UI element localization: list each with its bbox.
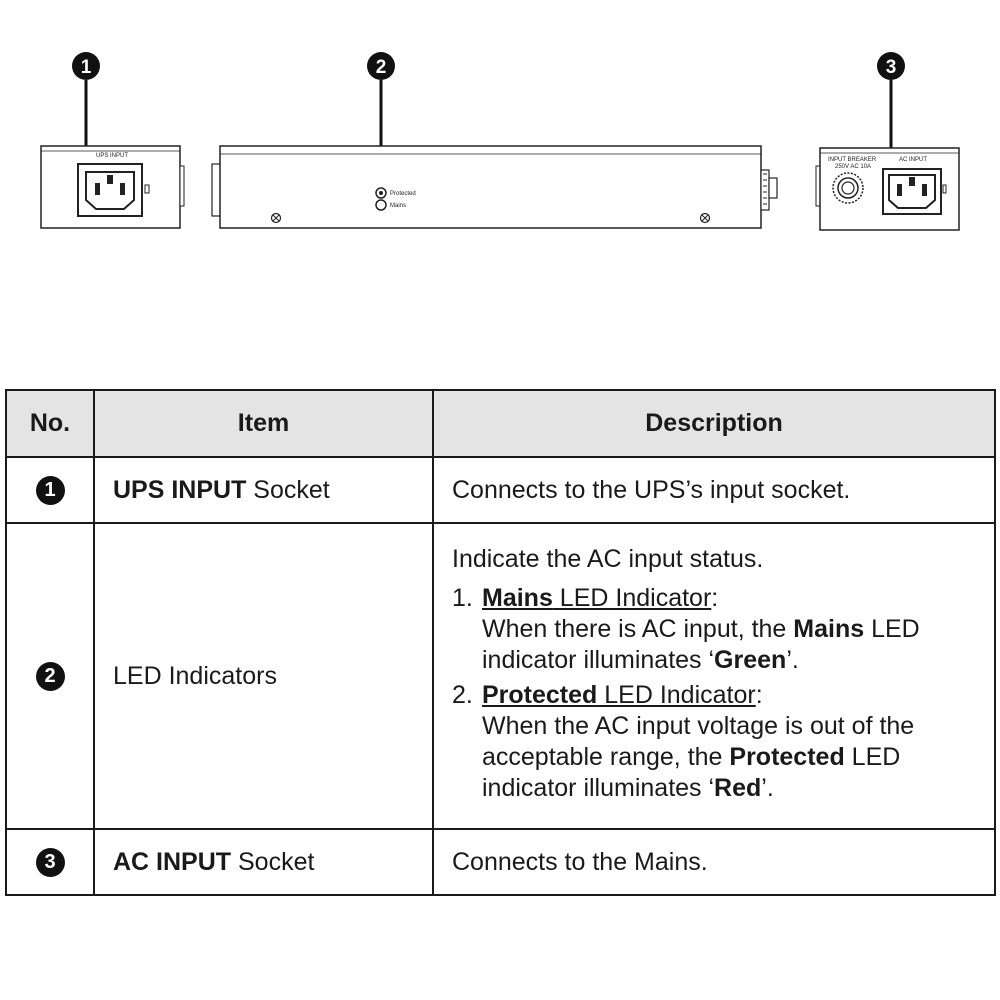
ac-input-label: AC INPUT — [899, 157, 927, 163]
item-cell: AC INPUT Socket — [93, 828, 434, 896]
row-number-cell: 1 — [5, 456, 95, 524]
item-name-rest: Socket — [246, 475, 330, 504]
screw-left — [270, 212, 282, 224]
side-breaker-knob — [760, 169, 778, 211]
callout-number: 3 — [886, 57, 897, 78]
list-text-bold: Red — [714, 774, 762, 802]
protected-led — [375, 187, 387, 199]
item-name-bold: UPS INPUT — [113, 475, 247, 504]
table-row: 3 AC INPUT Socket Connects to the Mains. — [5, 828, 996, 896]
callout-number: 2 — [376, 57, 387, 78]
list-heading-rest: LED Indicator — [597, 681, 756, 709]
list-heading-colon: : — [711, 584, 719, 612]
item-name-rest: Socket — [231, 847, 315, 876]
list-text: LED indicator illuminates ‘ — [482, 743, 901, 802]
item-cell: UPS INPUT Socket — [93, 456, 434, 524]
description-cell: Connects to the UPS’s input socket. — [432, 456, 996, 524]
row-number-cell: 2 — [5, 522, 95, 830]
description-cell: Connects to the Mains. — [432, 828, 996, 896]
device-diagram: 1 2 3 UPS INPUT Protect — [40, 52, 960, 231]
left-end-panel: UPS INPUT — [40, 145, 185, 229]
side-panel: Protected Mains — [211, 145, 778, 229]
row-number-cell: 3 — [5, 828, 95, 896]
row-number-badge: 2 — [35, 661, 65, 691]
right-end-panel: INPUT BREAKER 250V AC 10A AC INPUT — [815, 147, 960, 231]
ups-input-socket — [77, 163, 143, 217]
row-number-badge: 1 — [35, 475, 65, 505]
table-row: 1 UPS INPUT Socket Connects to the UPS’s… — [5, 456, 996, 524]
list-heading-rest: LED Indicator — [552, 584, 712, 612]
list-text: ’. — [786, 646, 799, 674]
list-text: LED indicator illuminates ‘ — [482, 615, 920, 674]
list-text-bold: Green — [714, 646, 787, 674]
table-header-row: No. Item Description — [5, 389, 996, 458]
item-cell: LED Indicators — [93, 522, 434, 830]
callout-number: 1 — [81, 57, 92, 78]
list-text-bold: Protected — [729, 743, 845, 771]
breaker-rating-label: 250V AC 10A — [835, 164, 871, 170]
list-text-bold: Mains — [793, 615, 865, 643]
list-item: 2. Protected LED Indicator: When the AC … — [452, 680, 976, 804]
header-description: Description — [432, 389, 996, 458]
ac-input-socket — [882, 168, 942, 215]
mains-led — [375, 199, 387, 211]
description-cell: Indicate the AC input status. 1. Mains L… — [432, 522, 996, 830]
mains-led-label: Mains — [390, 203, 406, 209]
header-item: Item — [93, 389, 434, 458]
item-name-bold: AC INPUT — [113, 847, 232, 876]
screw-right — [699, 212, 711, 224]
table-row: 2 LED Indicators Indicate the AC input s… — [5, 522, 996, 830]
list-heading-bold: Protected — [482, 681, 598, 709]
description-intro: Indicate the AC input status. — [452, 545, 764, 573]
input-breaker-label: INPUT BREAKER — [828, 157, 877, 163]
list-body: When the AC input voltage is out of the … — [482, 711, 976, 804]
description-table: No. Item Description 1 UPS INPUT Socket … — [5, 389, 996, 896]
list-heading-bold: Mains — [482, 584, 553, 612]
list-text: ’. — [761, 774, 774, 802]
list-text: When there is AC input, the — [482, 615, 794, 643]
header-no: No. — [5, 389, 95, 458]
protected-led-label: Protected — [390, 191, 416, 197]
ups-input-label: UPS INPUT — [96, 153, 128, 159]
list-text: When the AC input voltage is out of the … — [482, 712, 915, 771]
list-number: 2. — [452, 681, 473, 709]
list-heading-colon: : — [755, 681, 763, 709]
list-number: 1. — [452, 584, 473, 612]
list-body: When there is AC input, the Mains LED in… — [482, 614, 976, 676]
list-item: 1. Mains LED Indicator: When there is AC… — [452, 583, 976, 676]
row-number-badge: 3 — [35, 847, 65, 877]
input-breaker-button — [832, 172, 864, 204]
